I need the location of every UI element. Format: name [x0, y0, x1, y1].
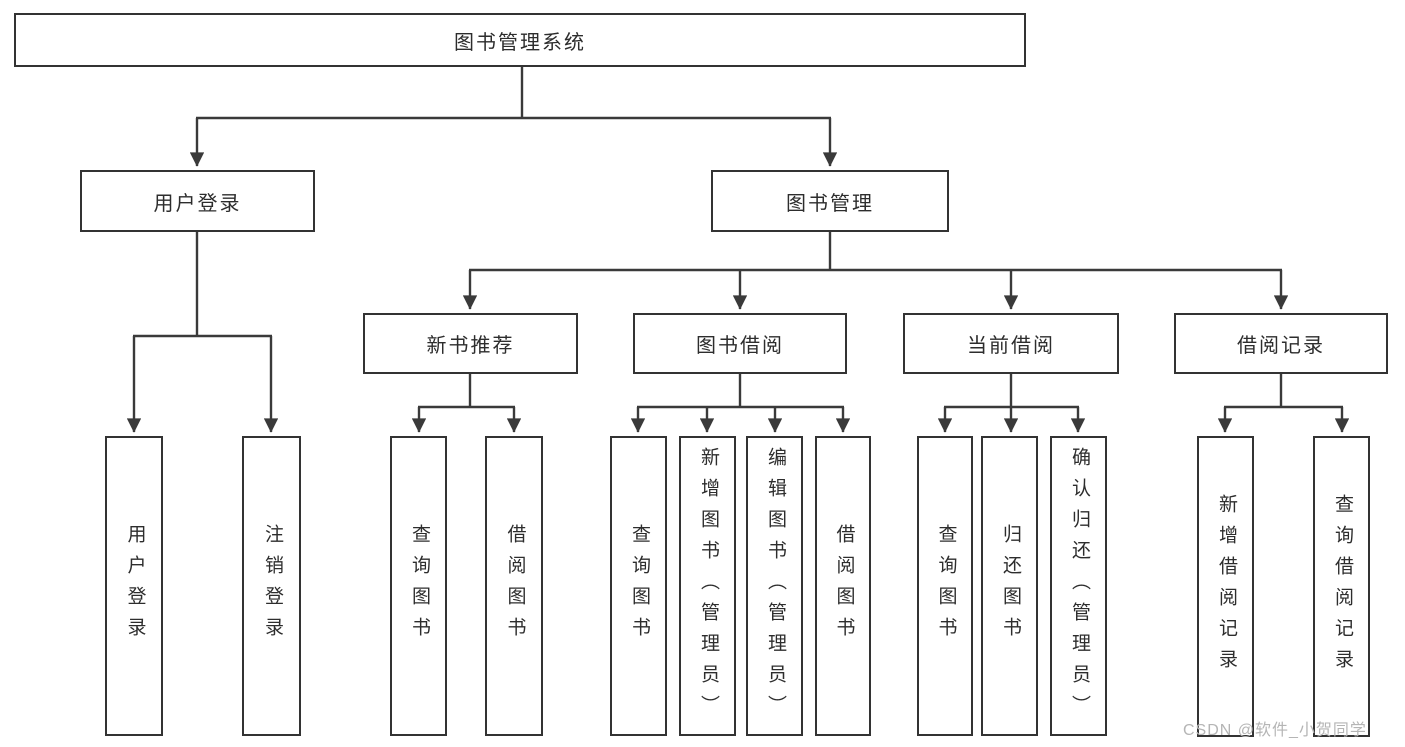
node-borrowing-records: 借阅记录	[1174, 313, 1388, 374]
node-leaf-query-borrow-record-label: 查询借阅记录	[1331, 493, 1353, 680]
node-borrowing-records-label: 借阅记录	[1237, 335, 1325, 357]
node-leaf-add-borrow-record: 新增借阅记录	[1197, 436, 1254, 737]
node-leaf-confirm-return-admin-label: 确认归还（管理员）	[1068, 446, 1090, 726]
node-leaf-logout: 注销登录	[242, 436, 301, 736]
node-user-login: 用户登录	[80, 170, 315, 232]
edge-book-borrowing-fork	[630, 373, 851, 433]
node-leaf-user-login: 用户登录	[105, 436, 163, 736]
node-leaf-query-books-recommend: 查询图书	[390, 436, 447, 736]
edge-new-book-fork	[411, 373, 522, 433]
edge-book-management-fork	[462, 231, 1289, 310]
node-leaf-query-books-borrowing: 查询图书	[610, 436, 667, 736]
node-leaf-borrow-books-recommend: 借阅图书	[485, 436, 543, 736]
node-current-borrowing-label: 当前借阅	[967, 335, 1055, 357]
node-library-system: 图书管理系统	[14, 13, 1026, 67]
node-book-management: 图书管理	[711, 170, 949, 232]
node-leaf-query-books-current: 查询图书	[917, 436, 973, 736]
node-leaf-logout-label: 注销登录	[261, 524, 283, 648]
node-leaf-return-books-label: 归还图书	[999, 524, 1021, 648]
node-leaf-user-login-label: 用户登录	[124, 524, 146, 648]
node-leaf-add-books-admin-label: 新增图书（管理员）	[697, 446, 719, 726]
node-new-book-recommend-label: 新书推荐	[426, 335, 515, 357]
node-leaf-query-borrow-record: 查询借阅记录	[1313, 436, 1370, 737]
edge-root-fork	[189, 66, 838, 167]
node-leaf-query-books-borrowing-label: 查询图书	[628, 524, 650, 648]
node-leaf-query-books-recommend-label: 查询图书	[408, 524, 430, 648]
node-book-borrowing-label: 图书借阅	[696, 335, 784, 357]
edge-borrowing-records-fork	[1217, 373, 1350, 433]
node-library-system-label: 图书管理系统	[454, 31, 586, 54]
node-current-borrowing: 当前借阅	[903, 313, 1119, 374]
node-leaf-borrow-books-recommend-label: 借阅图书	[504, 524, 526, 648]
edge-user-login-fork	[126, 231, 279, 433]
node-leaf-borrow-books: 借阅图书	[815, 436, 871, 736]
node-leaf-return-books: 归还图书	[981, 436, 1038, 736]
node-leaf-edit-books-admin: 编辑图书（管理员）	[746, 436, 803, 736]
node-leaf-confirm-return-admin: 确认归还（管理员）	[1050, 436, 1107, 736]
node-book-borrowing: 图书借阅	[633, 313, 847, 374]
node-new-book-recommend: 新书推荐	[363, 313, 578, 374]
node-leaf-add-books-admin: 新增图书（管理员）	[679, 436, 736, 736]
node-leaf-borrow-books-label: 借阅图书	[833, 524, 855, 648]
node-leaf-edit-books-admin-label: 编辑图书（管理员）	[764, 446, 786, 726]
node-user-login-label: 用户登录	[153, 192, 242, 215]
node-leaf-add-borrow-record-label: 新增借阅记录	[1215, 493, 1237, 680]
edge-current-borrowing-fork	[937, 373, 1086, 433]
node-book-management-label: 图书管理	[786, 192, 874, 215]
node-leaf-query-books-current-label: 查询图书	[935, 524, 957, 648]
csdn-watermark: CSDN @软件_小贺同学	[1183, 722, 1367, 739]
